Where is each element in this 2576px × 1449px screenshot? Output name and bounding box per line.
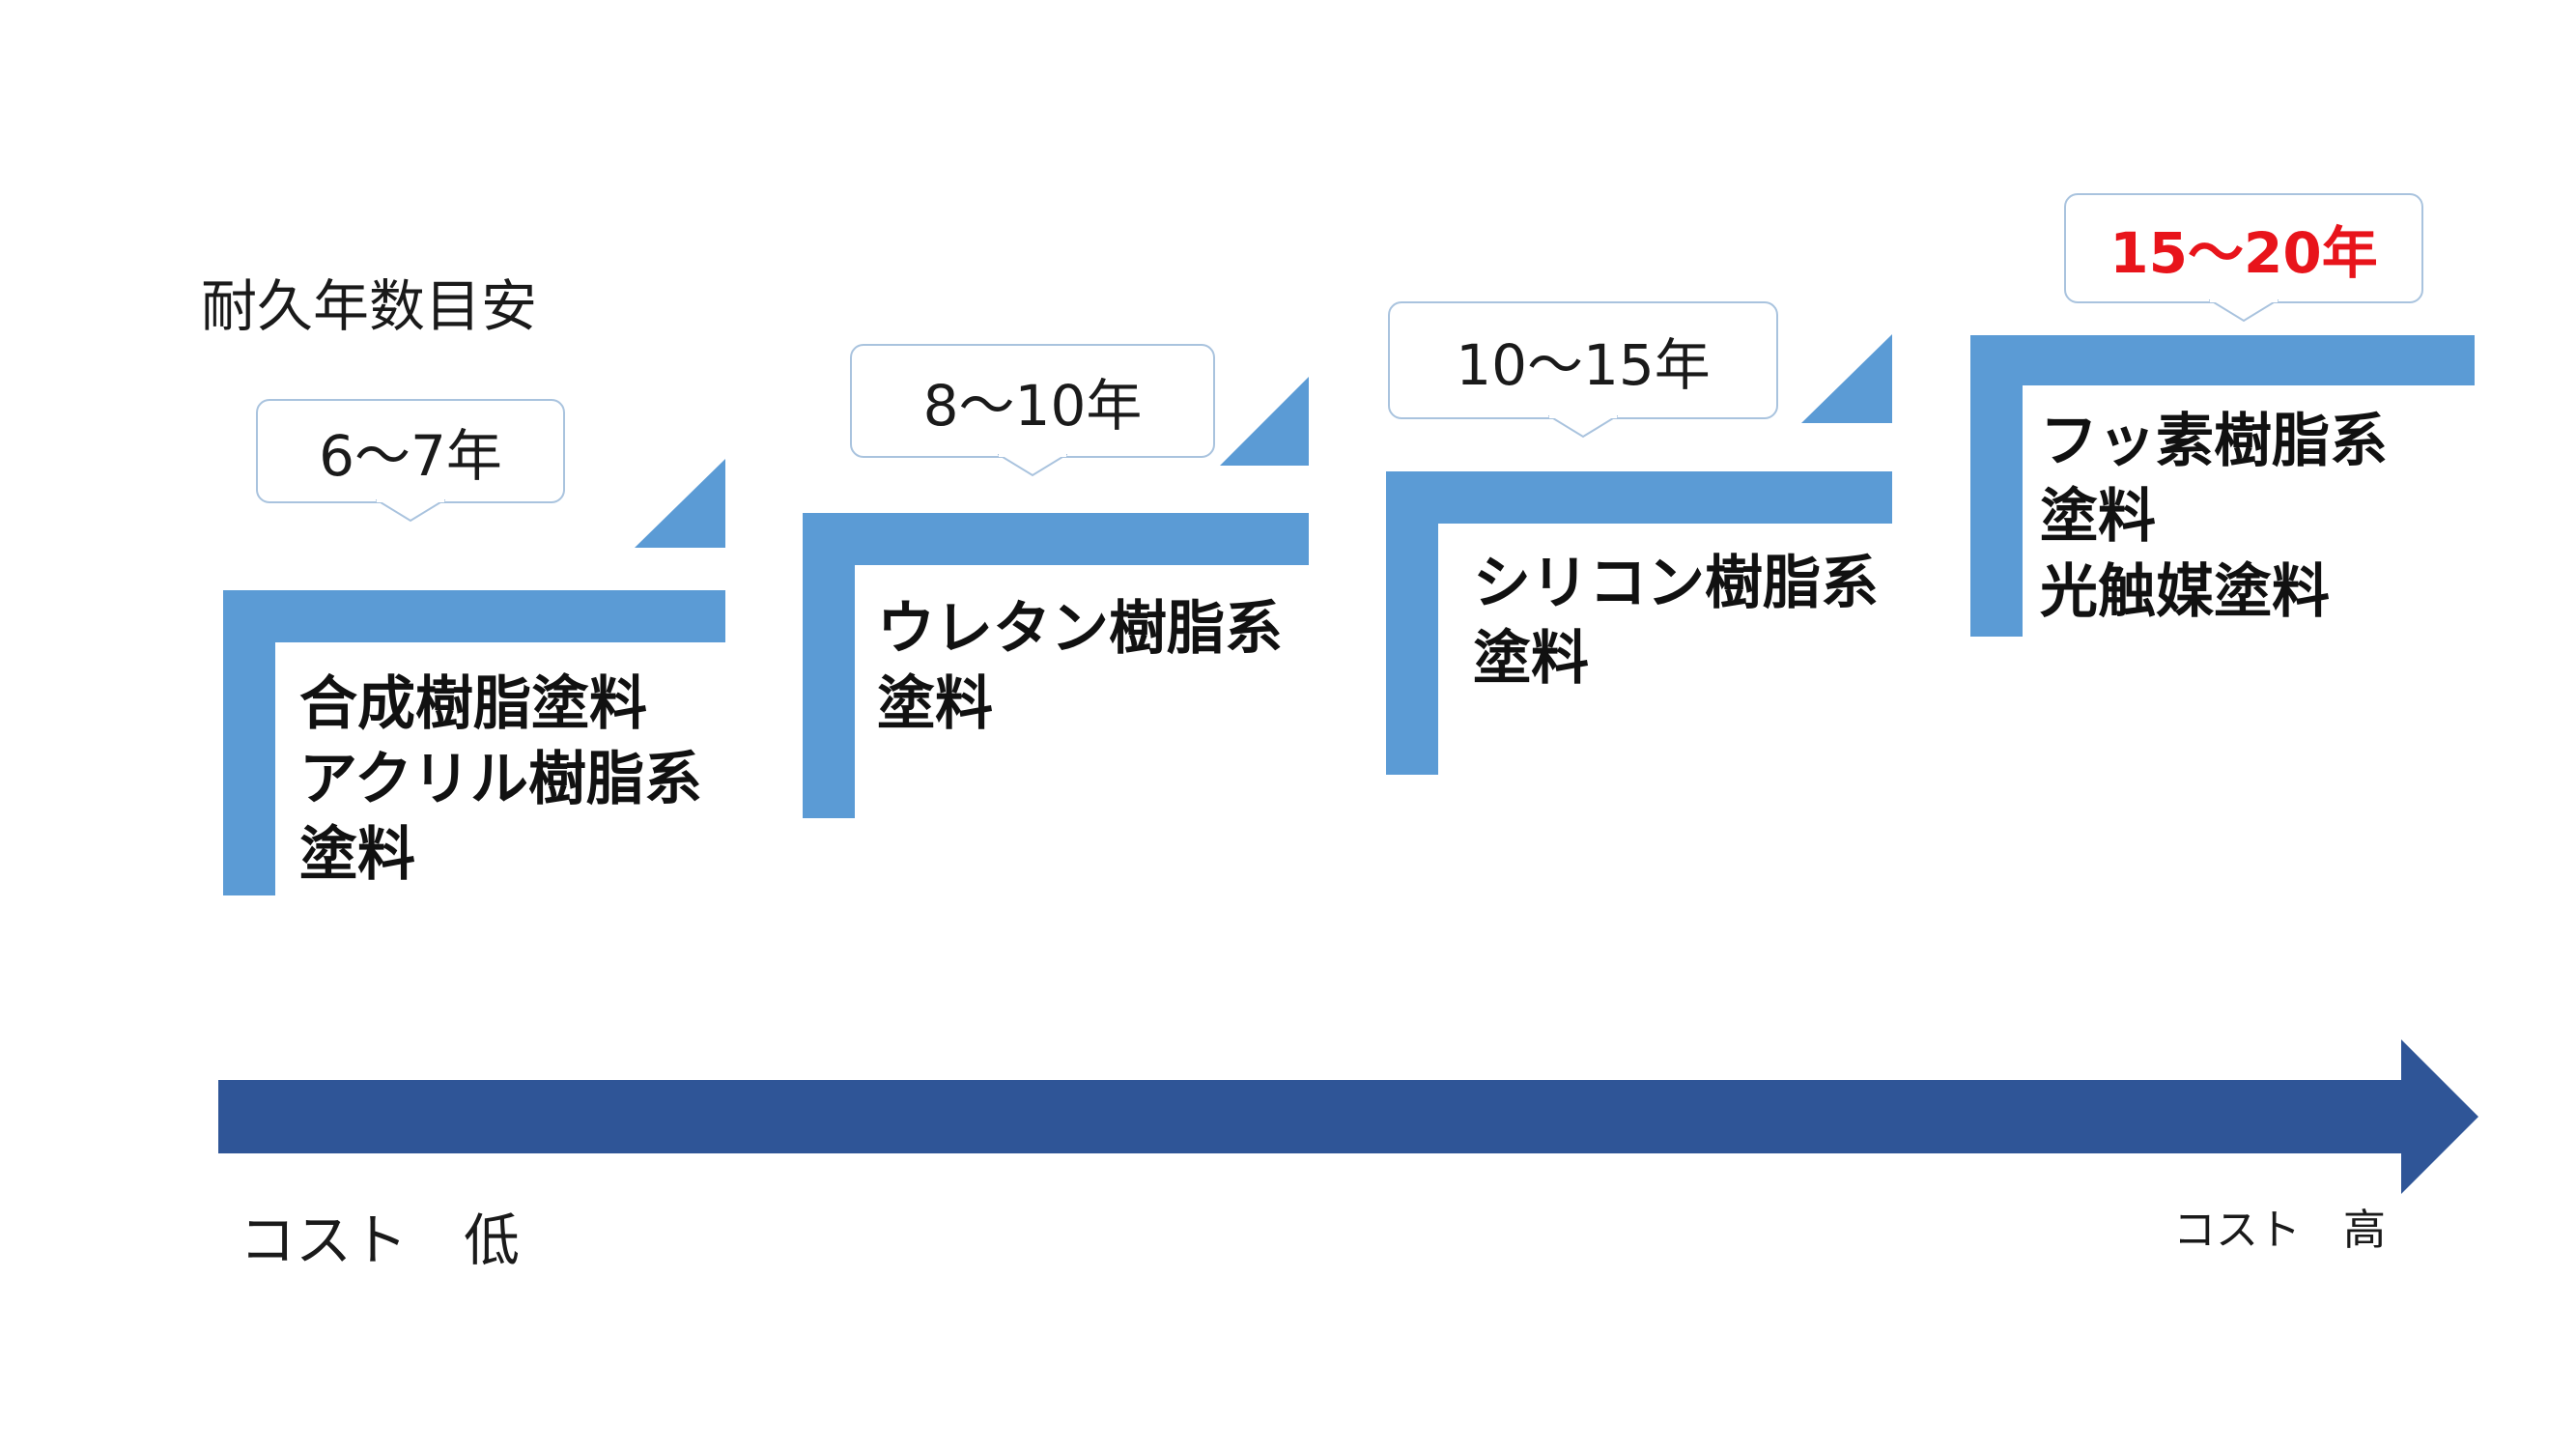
material-line: 塗料: [877, 670, 993, 738]
cost-high-label: コスト 高: [2173, 1206, 2386, 1255]
step-2-triangle: [1220, 377, 1309, 466]
material-line: シリコン樹脂系: [1473, 550, 1879, 617]
step-3-triangle: [1801, 334, 1892, 423]
material-text-3: シリコン樹脂系 塗料: [1473, 546, 1879, 696]
cost-arrow: [218, 1039, 2478, 1194]
years-label-2: 8〜10年: [922, 373, 1143, 439]
step-3-vertical-bar: [1386, 471, 1438, 775]
step-2-vertical-bar: [803, 513, 855, 818]
step-2-horizontal-bar: [803, 513, 1309, 565]
years-callout-4: 15〜20年: [2064, 193, 2423, 323]
step-1-vertical-bar: [223, 590, 275, 895]
material-line: 合成樹脂塗料: [299, 670, 647, 738]
callout-tail-2: [998, 454, 1067, 477]
step-1-triangle: [635, 459, 725, 548]
years-label-3: 10〜15年: [1456, 332, 1711, 398]
step-3-horizontal-bar: [1386, 471, 1892, 524]
material-line: 塗料: [1473, 625, 1589, 693]
step-4-horizontal-bar: [1970, 335, 2475, 385]
material-line: 光触媒塗料: [2040, 558, 2330, 626]
callout-tail-1: [376, 499, 445, 523]
material-line: アクリル樹脂系: [299, 746, 702, 813]
material-line: フッ素樹脂系: [2040, 408, 2388, 475]
years-callout-2: 8〜10年: [850, 344, 1215, 477]
material-text-1: 合成樹脂塗料 アクリル樹脂系 塗料: [299, 667, 702, 893]
material-line: ウレタン樹脂系: [877, 595, 1283, 663]
callout-tail-4: [2209, 299, 2279, 323]
cost-low-label: コスト 低: [240, 1208, 521, 1273]
years-label-4: 15〜20年: [2109, 220, 2378, 286]
material-line: 塗料: [2040, 483, 2156, 551]
step-1-horizontal-bar: [223, 590, 725, 642]
years-callout-1: 6〜7年: [256, 399, 565, 523]
material-line: 塗料: [299, 821, 415, 889]
years-callout-3: 10〜15年: [1388, 301, 1778, 439]
step-4-vertical-bar: [1970, 335, 2023, 637]
durability-title: 耐久年数目安: [201, 273, 538, 339]
material-text-2: ウレタン樹脂系 塗料: [877, 591, 1283, 742]
material-text-4: フッ素樹脂系 塗料 光触媒塗料: [2040, 404, 2388, 630]
years-label-1: 6〜7年: [319, 423, 502, 489]
callout-tail-3: [1548, 415, 1618, 439]
